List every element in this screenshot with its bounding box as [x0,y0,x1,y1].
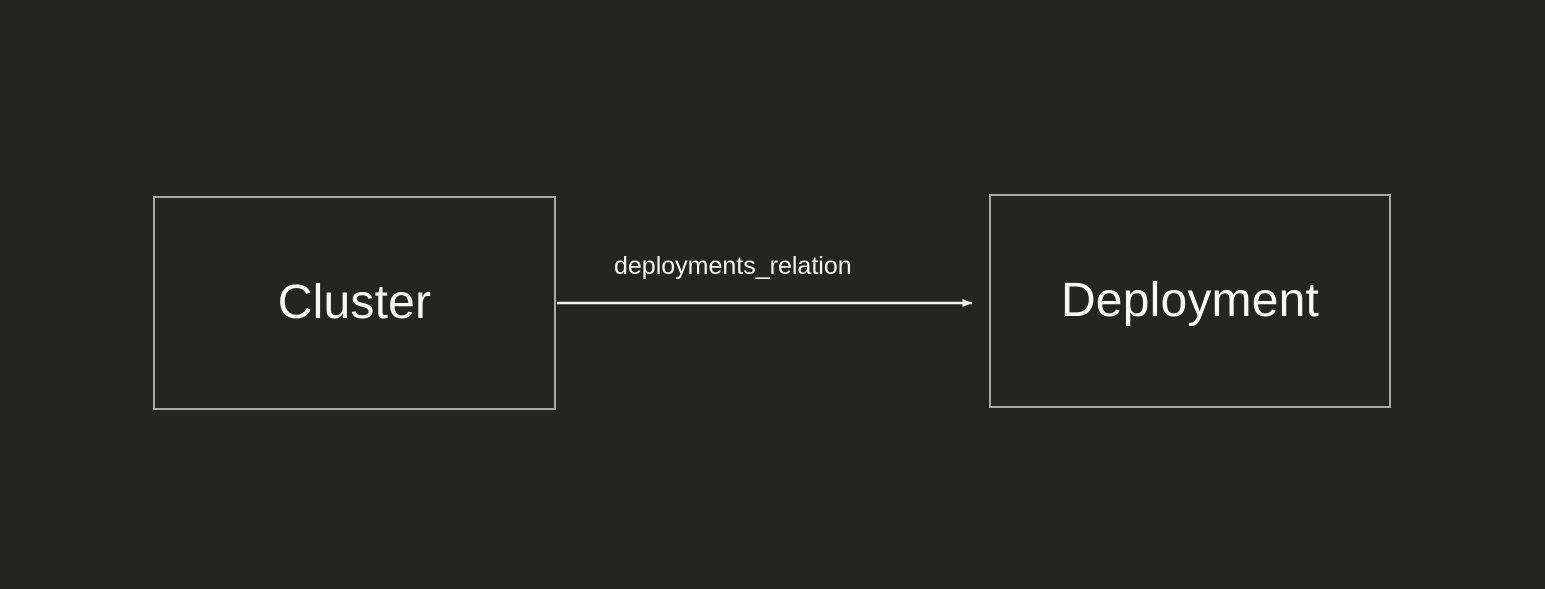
node-cluster-label: Cluster [277,276,432,329]
edge-label-deployments-relation[interactable]: deployments_relation [614,252,852,280]
node-deployment-label: Deployment [1060,274,1320,327]
node-deployment[interactable]: Deployment [989,194,1391,408]
node-cluster[interactable]: Cluster [153,196,556,410]
